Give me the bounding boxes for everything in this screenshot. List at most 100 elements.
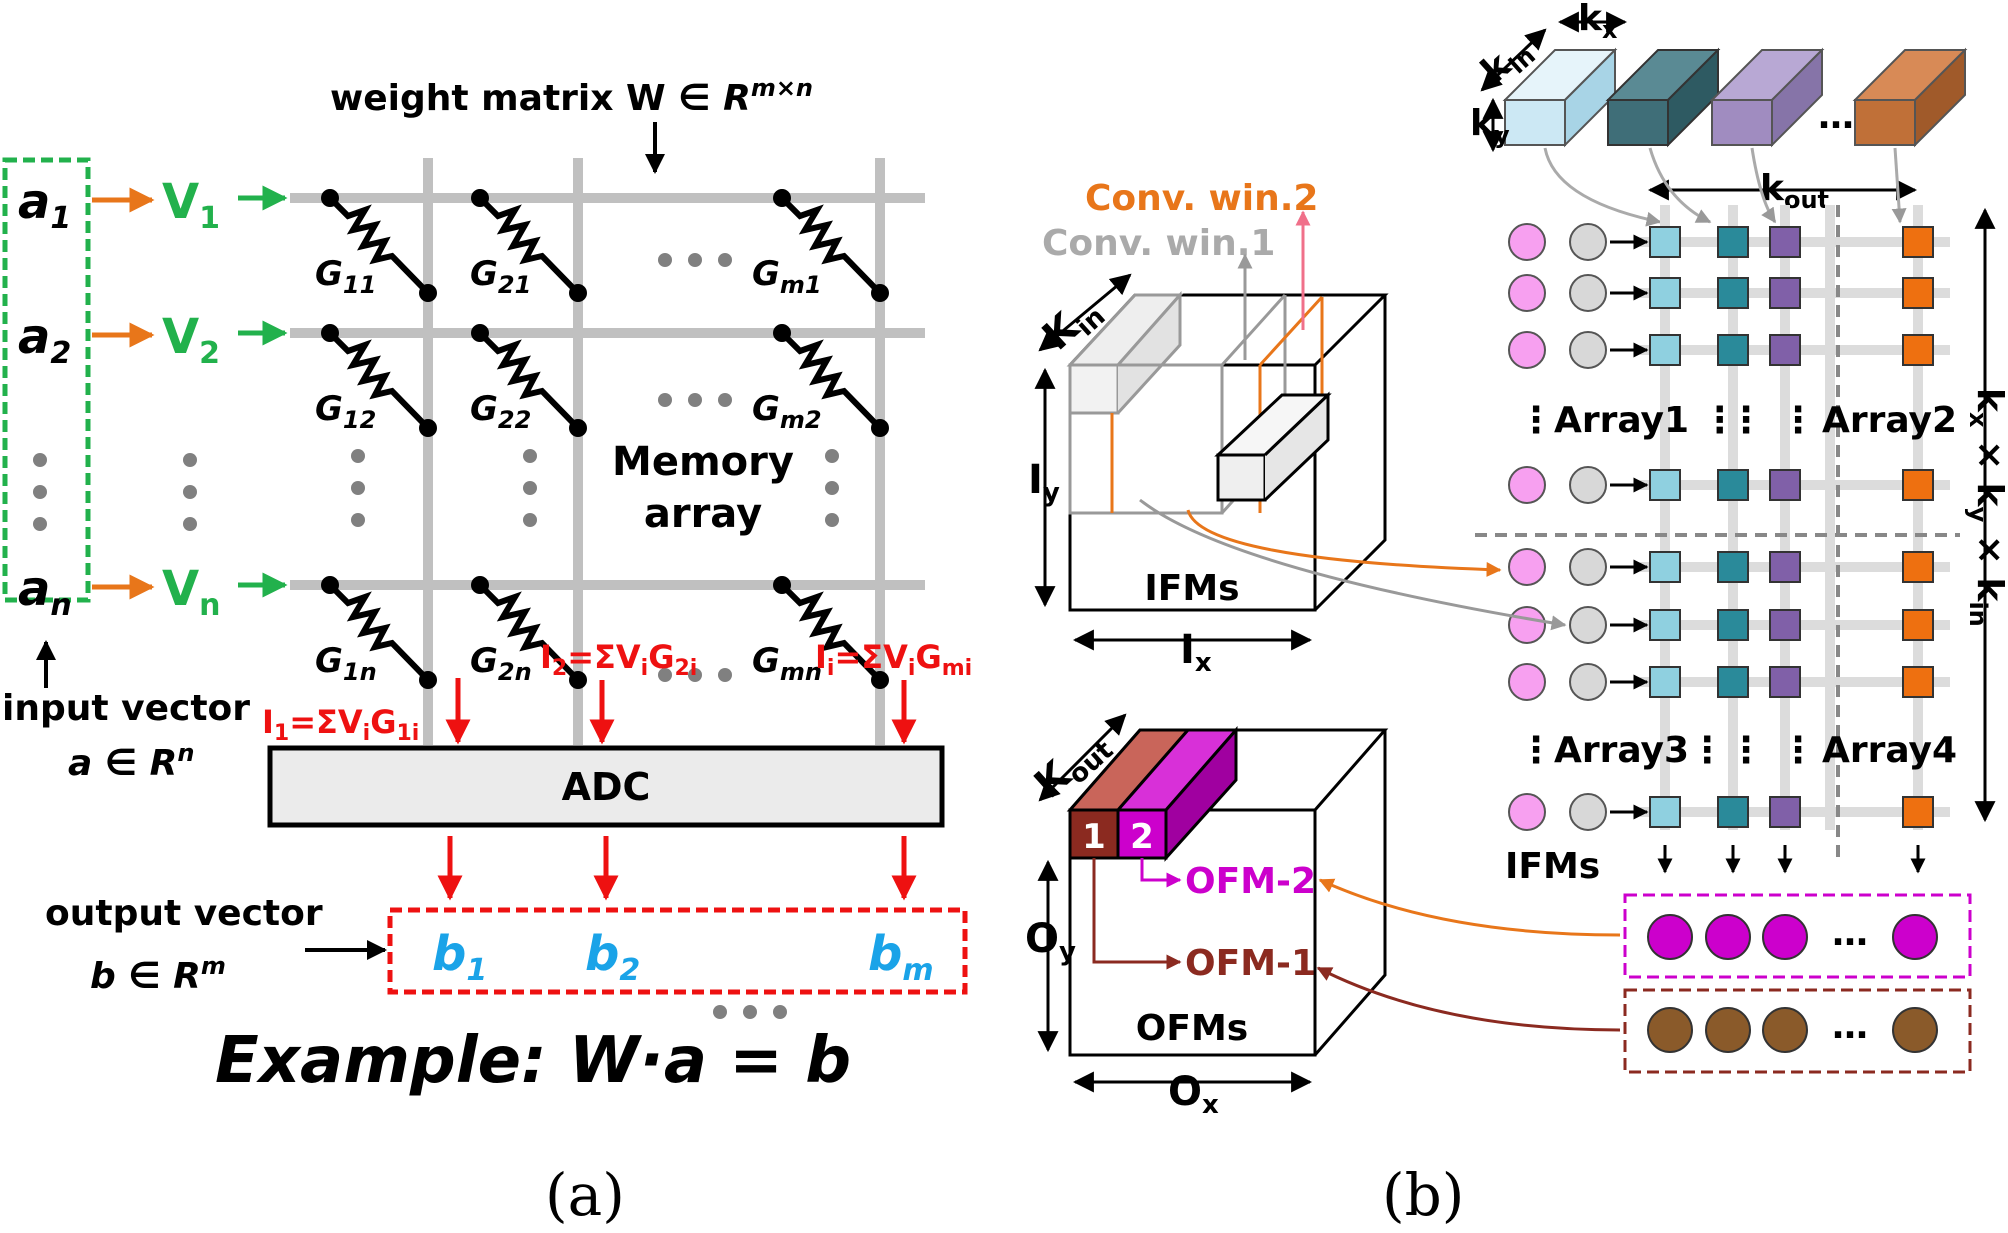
label-g22: G22 <box>470 389 531 434</box>
label-gm2: Gm2 <box>752 389 822 434</box>
row-5 <box>1508 548 1934 586</box>
resistor-g12 <box>321 324 437 437</box>
panel-a: weight matrix W ∈ Rm×n a1 a2 an V1 V2 Vn <box>2 74 972 1229</box>
output-to-ofm2-arrow <box>1318 878 1621 937</box>
resistor-g2n <box>471 576 587 689</box>
ofm1-output-circles <box>1647 1007 1938 1053</box>
right-crossbar-grid <box>1640 205 1950 830</box>
row-1 <box>1508 223 1934 261</box>
voltage-v1: V1 <box>162 174 220 236</box>
output-bm: bm <box>868 926 934 988</box>
panel-b: Conv. win.2 Conv. win.1 <box>1025 0 2008 1229</box>
current-ii: Ii=ΣViGmi <box>815 638 972 681</box>
input-to-voltage-arrows <box>92 187 155 600</box>
output-b1: b1 <box>432 926 487 988</box>
row-8 <box>1508 793 1934 831</box>
ox-label: Ox <box>1168 1069 1219 1120</box>
svg-text:⋮: ⋮ <box>1780 730 1816 771</box>
voltage-v2: V2 <box>162 309 220 371</box>
kout-label: kout <box>1760 168 1829 214</box>
ofm2-output-ellipsis: … <box>1832 913 1868 954</box>
conductance-labels: G11 G21 Gm1 G12 G22 Gm2 G1n G2n Gmn <box>315 254 822 686</box>
ofm1-connector <box>1092 858 1182 970</box>
kernel-to-column-arrows <box>1543 147 1907 227</box>
ofm1-output-box <box>1623 988 1972 1074</box>
memory-label-1: Memory <box>612 439 794 485</box>
output-to-ofm1-arrow <box>1316 966 1621 1032</box>
adc-block <box>267 745 945 828</box>
ofm1-label: OFM-1 <box>1185 943 1316 984</box>
resistor-gmn <box>773 576 889 689</box>
label-gmn: Gmn <box>752 641 822 686</box>
array4-label: Array4 <box>1822 730 1957 771</box>
ofm2-output-box <box>1623 893 1972 979</box>
label-g12: G12 <box>315 389 376 434</box>
svg-text:⋮: ⋮ <box>1780 400 1816 441</box>
adc-output-arrows <box>437 836 917 901</box>
resistor-gm1 <box>773 189 889 302</box>
conv-win-1-label: Conv. win.1 <box>1042 223 1275 264</box>
current-i1: I1=ΣViG1i <box>262 703 419 746</box>
inner-window <box>1214 391 1332 502</box>
column-output-arrows <box>1657 845 1926 874</box>
input-vector-label: input vector <box>2 688 250 729</box>
row-2 <box>1508 274 1934 312</box>
row-4 <box>1508 466 1934 504</box>
ofm2-label: OFM-2 <box>1185 861 1316 902</box>
kin-dimension-arrow <box>1038 273 1132 352</box>
kernel-ky-label: ky <box>1470 103 1510 149</box>
label-g1n: G1n <box>315 641 377 686</box>
output-vector-math: b ∈ Rm <box>90 952 226 997</box>
memory-label-2: array <box>644 491 762 537</box>
adc-label: ADC <box>562 765 651 809</box>
voltage-vn: Vn <box>162 561 221 623</box>
current-arrows <box>445 678 917 745</box>
ifms-cube-label: IFMs <box>1144 568 1239 609</box>
ofm-kout-bars <box>1066 726 1240 862</box>
output-vector-label: output vector <box>45 893 323 934</box>
conv-win-2-label: Conv. win.2 <box>1085 178 1318 219</box>
row-6 <box>1508 606 1934 644</box>
array2-label: Array2 <box>1822 400 1957 441</box>
label-g2n: G2n <box>470 641 532 686</box>
array3-label: ⋮Array3⋮ <box>1518 730 1725 771</box>
svg-text:⋮: ⋮ <box>1728 400 1764 441</box>
ellipsis-dots-horizontal <box>658 253 787 1019</box>
ofm2-connector <box>1140 858 1182 888</box>
current-i2: I2=ΣViG2i <box>540 638 697 681</box>
label-gm1: Gm1 <box>752 254 822 299</box>
kernel-ellipsis: … <box>1818 96 1854 137</box>
ifm-to-array-gray-arrow <box>1139 498 1567 631</box>
label-g11: G11 <box>315 254 376 299</box>
oy-label: Oy <box>1025 916 1076 967</box>
resistor-g21 <box>471 189 587 302</box>
resistor-gm2 <box>773 324 889 437</box>
array1-label: ⋮Array1 ⋮ <box>1518 400 1738 441</box>
input-vector-box <box>2 157 91 603</box>
ix-label: Ix <box>1180 627 1212 678</box>
conv-window-1 <box>1066 291 1287 515</box>
voltage-to-row-arrows <box>238 185 288 598</box>
ifms-label: IFMs <box>1505 846 1600 887</box>
input-an: an <box>18 561 72 623</box>
kernel-cuboid-2 <box>1605 47 1721 148</box>
caption-b: (b) <box>1382 1161 1464 1229</box>
resistor-g1n <box>321 576 437 689</box>
kernel-cuboid-4 <box>1852 47 1968 148</box>
iy-label: Iy <box>1028 457 1060 508</box>
example-equation: Example: W·a = b <box>215 1024 851 1098</box>
ofm-num-1: 1 <box>1082 817 1106 857</box>
ofm-num-2: 2 <box>1130 817 1154 857</box>
svg-text:⋮: ⋮ <box>1728 730 1764 771</box>
output-b2: b2 <box>585 926 640 988</box>
input-rows <box>1508 223 1934 831</box>
kout-dimension-arrow <box>1038 713 1127 802</box>
label-g21: G21 <box>470 254 531 299</box>
crossbar-grid <box>290 158 925 745</box>
ofms-cube-label: OFMs <box>1136 1008 1248 1049</box>
ellipsis-dots-vertical <box>33 449 839 531</box>
output-vector-box <box>387 907 968 995</box>
kernel-kin-arrow <box>1480 28 1547 92</box>
input-a1: a1 <box>18 174 71 236</box>
